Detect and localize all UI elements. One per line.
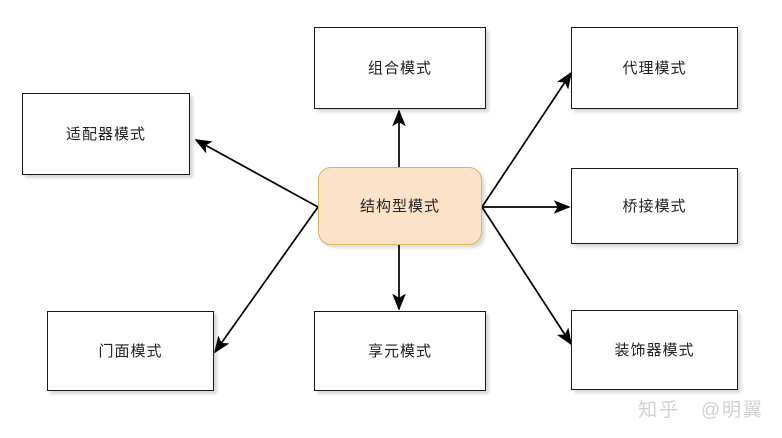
edge-structural-to-facade [214, 206, 319, 354]
watermark-handle: @明翼 [700, 400, 764, 421]
node-decorator[interactable]: 装饰器模式 [571, 310, 738, 390]
node-bridge[interactable]: 桥接模式 [571, 168, 738, 244]
node-composite[interactable]: 组合模式 [314, 27, 486, 109]
watermark: 知乎 @明翼 [638, 395, 764, 422]
node-proxy-label: 代理模式 [622, 59, 687, 77]
node-flyweight[interactable]: 享元模式 [314, 311, 486, 391]
edge-structural-to-proxy [481, 71, 572, 208]
watermark-site: 知乎 [638, 400, 681, 421]
node-facade-label: 门面模式 [98, 342, 163, 360]
node-decorator-label: 装饰器模式 [614, 341, 695, 359]
edge-structural-to-adapter [194, 139, 319, 208]
node-structural-patterns[interactable]: 结构型模式 [318, 167, 482, 245]
node-adapter-label: 适配器模式 [65, 125, 146, 143]
node-composite-label: 组合模式 [367, 59, 432, 77]
node-proxy[interactable]: 代理模式 [571, 27, 738, 109]
node-facade[interactable]: 门面模式 [47, 311, 214, 391]
node-bridge-label: 桥接模式 [622, 197, 687, 215]
node-structural-patterns-label: 结构型模式 [359, 197, 440, 215]
node-flyweight-label: 享元模式 [367, 342, 432, 360]
node-adapter[interactable]: 适配器模式 [22, 93, 190, 175]
edge-structural-to-decorator [481, 206, 572, 346]
